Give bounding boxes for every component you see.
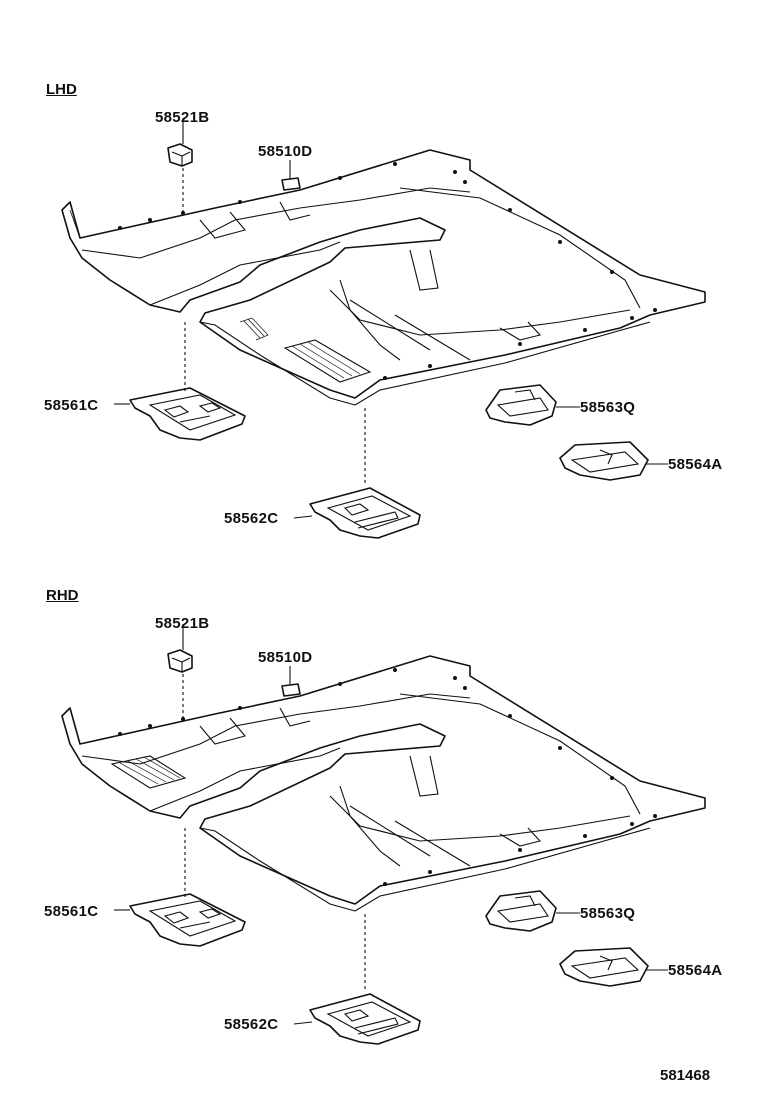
mat-front-left-lhd [114,322,246,441]
clip-part-rhd [167,624,193,718]
catalog-number: 581468 [660,1067,711,1084]
section-rhd: RHD [0,566,760,1086]
mat-far-right-rhd [559,947,668,987]
mat-right-lhd [485,384,580,426]
section-title-rhd: RHD [46,587,79,604]
callout-58562c-lhd: 58562C [224,510,279,527]
callout-58564a-lhd: 58564A [668,456,723,473]
section-lhd: LHD [0,60,760,580]
section-title-lhd: LHD [46,81,77,98]
mat-front-left-rhd [114,828,246,947]
callout-58521b-rhd: 58521B [155,615,210,632]
callout-58562c-rhd: 58562C [224,1016,279,1033]
callout-58521b-lhd: 58521B [155,109,210,126]
mat-rear-center-lhd [293,408,421,539]
callout-58510d-rhd: 58510D [258,649,313,666]
callout-58563q-lhd: 58563Q [580,399,636,416]
mat-right-rhd [485,890,580,932]
callout-58564a-rhd: 58564A [668,962,723,979]
floor-carpet-lhd [61,149,706,406]
mat-far-right-lhd [559,441,668,481]
callout-58510d-lhd: 58510D [258,143,313,160]
carpet-diagram-rhd [61,624,706,1045]
callout-58563q-rhd: 58563Q [580,905,636,922]
floor-carpet-rhd [61,655,706,912]
callout-58561c-rhd: 58561C [44,903,99,920]
clip-part-lhd [167,118,193,212]
carpet-diagram-lhd [61,118,706,539]
mat-rear-center-rhd [293,914,421,1045]
callout-58561c-lhd: 58561C [44,397,99,414]
